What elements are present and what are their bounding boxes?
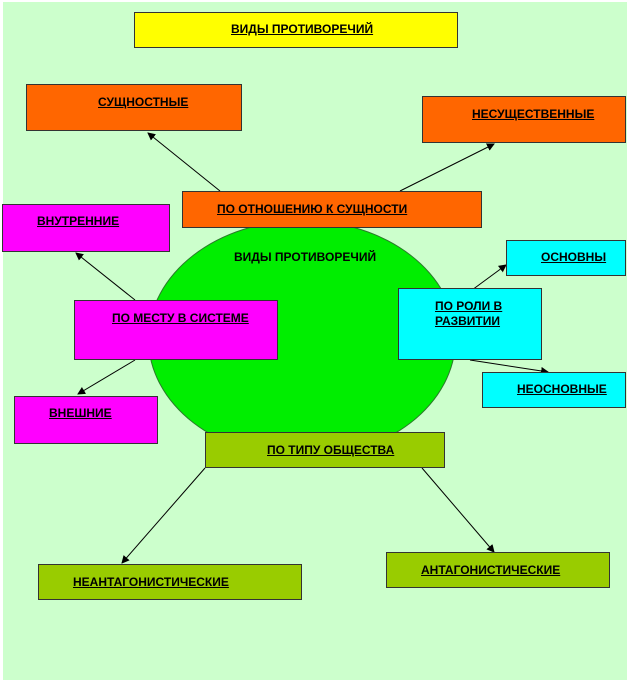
essential-label: СУЩНОСТНЫЕ [98, 95, 189, 109]
system-category-label: ПО МЕСТУ В СИСТЕМЕ [112, 311, 249, 325]
society-category-box: ПО ТИПУ ОБЩЕСТВА [205, 432, 445, 468]
arrow-to-internal [75, 252, 136, 301]
arrow-to-nonantagonistic [121, 467, 206, 564]
arrow-to-nonessential [399, 143, 495, 192]
arrow-to-essential [147, 132, 221, 192]
title-box: ВИДЫ ПРОТИВОРЕЧИЙ [134, 12, 458, 48]
title-text: ВИДЫ ПРОТИВОРЕЧИЙ [231, 22, 374, 36]
nonessential-box: НЕСУЩЕСТВЕННЫЕ [422, 96, 626, 143]
arrow-to-antagonistic [421, 467, 495, 553]
essence-category-label: ПО ОТНОШЕНИЮ К СУЩНОСТИ [217, 202, 408, 216]
internal-box: ВНУТРЕННИЕ [2, 204, 170, 252]
center-label: ВИДЫ ПРОТИВОРЕЧИЙ [234, 250, 377, 264]
nonessential-label: НЕСУЩЕСТВЕННЫЕ [472, 107, 595, 121]
nonantagonistic-box: НЕАНТАГОНИСТИЧЕСКИЕ [38, 564, 302, 600]
external-box: ВНЕШНИЕ [14, 396, 158, 444]
arrow-to-main [471, 264, 507, 291]
external-label: ВНЕШНИЕ [49, 406, 112, 420]
internal-label: ВНУТРЕННИЕ [37, 214, 120, 228]
society-category-label: ПО ТИПУ ОБЩЕСТВА [267, 443, 395, 457]
nonantagonistic-label: НЕАНТАГОНИСТИЧЕСКИЕ [73, 575, 229, 589]
antagonistic-label: АНТАГОНИСТИЧЕСКИЕ [421, 563, 561, 577]
essential-box: СУЩНОСТНЫЕ [26, 84, 242, 131]
system-category-box: ПО МЕСТУ В СИСТЕМЕ [74, 300, 278, 360]
main-box: ОСНОВНЫ [506, 240, 626, 276]
role-category-box: ПО РОЛИ В РАЗВИТИИ [398, 288, 542, 360]
essence-category-box: ПО ОТНОШЕНИЮ К СУЩНОСТИ [182, 191, 482, 228]
arrow-to-external [77, 359, 136, 395]
arrow-to-nonmain [469, 359, 549, 375]
nonmain-box: НЕОСНОВНЫЕ [482, 372, 626, 408]
nonmain-label: НЕОСНОВНЫЕ [517, 382, 607, 396]
role-category-label: ПО РОЛИ В РАЗВИТИИ [435, 299, 503, 328]
antagonistic-box: АНТАГОНИСТИЧЕСКИЕ [386, 552, 610, 588]
main-label: ОСНОВНЫ [541, 250, 607, 264]
